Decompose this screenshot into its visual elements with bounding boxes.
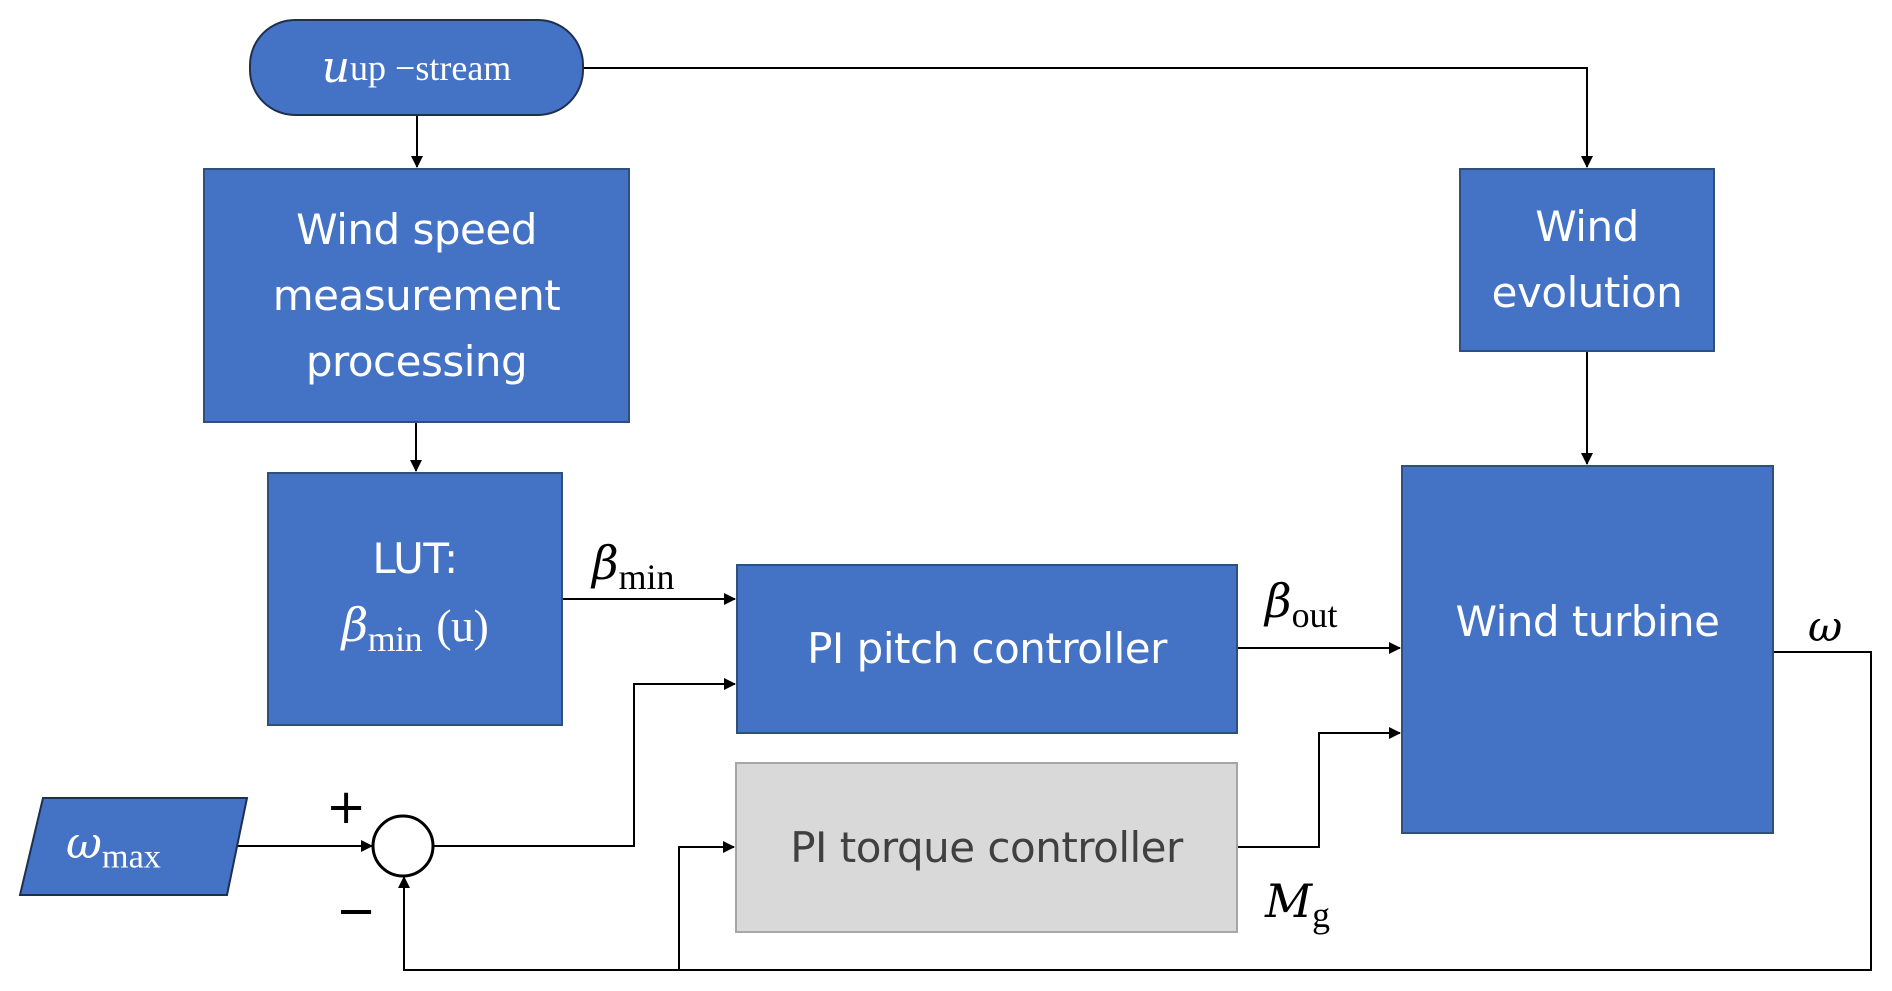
- omega-max-symbol: ω: [66, 818, 102, 869]
- wind-speed-processing-block: Wind speed measurement processing: [203, 168, 630, 423]
- beta-out-symbol: β: [1265, 574, 1292, 628]
- beta-min-subscript: min: [618, 557, 675, 598]
- processing-line-3: processing: [305, 336, 528, 386]
- edge-omega-to-torque: [678, 841, 735, 970]
- upstream-subscript: up −stream: [350, 47, 512, 88]
- edge-upstream-to-wind-evolution: [584, 67, 1593, 168]
- pi-pitch-controller-block: PI pitch controller: [736, 564, 1238, 734]
- beta-out-subscript: out: [1291, 595, 1338, 636]
- omega-max-subscript: max: [101, 837, 161, 876]
- pi-torque-controller-block: PI torque controller: [735, 762, 1238, 933]
- evolution-line-1: Wind: [1535, 202, 1639, 251]
- plus-sign: +: [326, 779, 367, 835]
- wind-turbine-block: Wind turbine: [1401, 465, 1774, 834]
- beta-out-signal-label: βout: [1265, 578, 1337, 634]
- generator-torque-signal-label: Mg: [1265, 878, 1330, 934]
- mg-symbol: M: [1265, 874, 1313, 928]
- edge-sum-to-pitch: [433, 678, 736, 847]
- evolution-line-2: evolution: [1491, 268, 1683, 317]
- lut-beta-symbol: β: [341, 597, 369, 652]
- edge-generator-torque: [1237, 727, 1401, 848]
- rotor-speed-signal-label: ω: [1808, 606, 1842, 649]
- pi-pitch-label: PI pitch controller: [807, 624, 1167, 673]
- wind-evolution-block: Wind evolution: [1459, 168, 1715, 352]
- beta-min-symbol: β: [592, 536, 619, 590]
- processing-line-2: measurement: [272, 270, 561, 320]
- beta-min-signal-label: βmin: [592, 540, 674, 596]
- omega-max-node: ωmax: [66, 822, 161, 874]
- wind-turbine-label: Wind turbine: [1455, 596, 1720, 646]
- lut-block: LUT: βmin (u): [267, 472, 563, 726]
- summing-junction: [371, 814, 435, 878]
- lut-argument: (u): [436, 599, 489, 651]
- mg-subscript: g: [1312, 895, 1331, 936]
- pi-torque-label: PI torque controller: [790, 822, 1183, 872]
- omega-symbol: ω: [1808, 602, 1843, 651]
- processing-line-1: Wind speed: [296, 204, 537, 254]
- minus-sign: −: [336, 883, 377, 939]
- omega-max-parallelogram: [18, 797, 249, 896]
- edge-omega-feedback: [398, 651, 1872, 971]
- upstream-symbol: u: [321, 42, 351, 93]
- lut-title: LUT:: [372, 533, 458, 583]
- lut-beta-subscript: min: [367, 619, 423, 660]
